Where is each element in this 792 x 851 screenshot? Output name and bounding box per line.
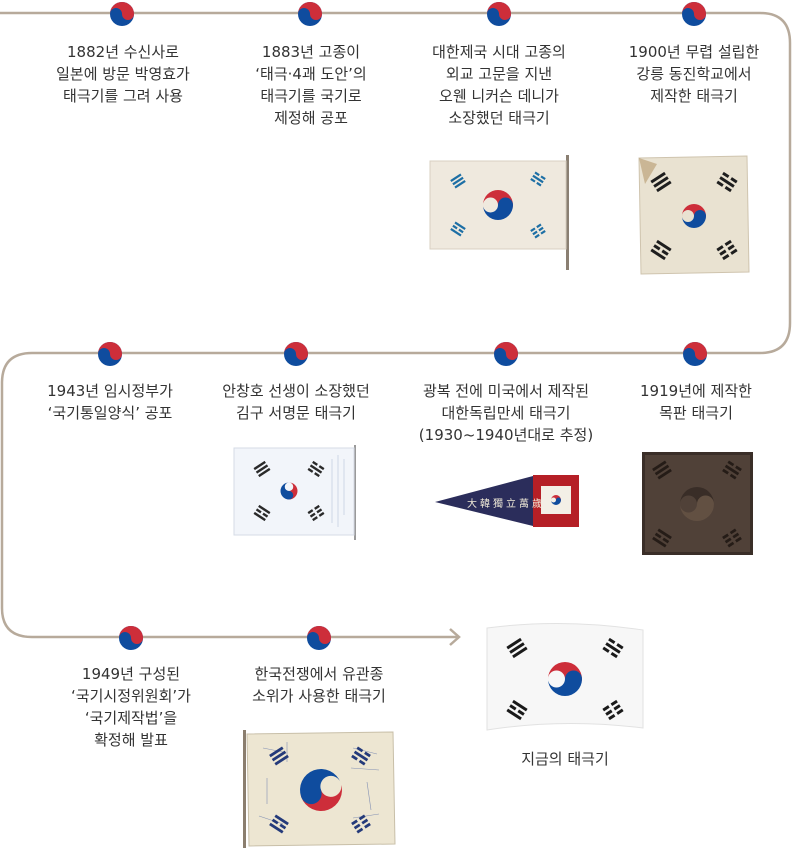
taeguk-marker-4 (682, 2, 706, 26)
timeline-line (0, 11, 792, 639)
taeguk-marker-9 (119, 626, 143, 650)
korean-war-flag-image (243, 730, 396, 848)
caption-line: 제작한 태극기 (650, 87, 738, 105)
caption-line: (1930~1940년대로 추정) (418, 426, 594, 444)
taeguk-marker-10 (307, 626, 331, 650)
taeguk-marker-7 (284, 342, 308, 366)
us-pennant-image: 大韓獨立萬歲 (435, 475, 579, 527)
caption-line: 강릉 동진학교에서 (636, 65, 752, 83)
caption-line: 1949년 구성된 (81, 665, 181, 683)
caption-line: 1900년 무렵 설립한 (628, 43, 760, 61)
caption-line: 소장했던 태극기 (448, 109, 550, 127)
kimgu-flag-image (233, 445, 356, 540)
caption-line: 대한제국 시대 고종의 (432, 43, 566, 61)
caption-line: 1943년 임시정부가 (47, 382, 173, 400)
caption-line: 광복 전에 미국에서 제작된 (422, 382, 590, 400)
caption-line: 안창호 선생이 소장했던 (222, 382, 370, 400)
woodblock-flag-image (642, 452, 753, 555)
taeguk-marker-5 (683, 342, 707, 366)
caption-line: 확정해 발표 (94, 731, 168, 749)
caption-line: 태극기를 그려 사용 (63, 87, 183, 105)
caption-line: ‘국기통일양식’ 공포 (47, 404, 173, 422)
caption-line: ‘태극·4괘 도안’의 (255, 65, 367, 83)
caption-line: 오웬 니커슨 데니가 (439, 87, 559, 105)
caption-line: ‘국기시정위원회’가 (71, 687, 191, 705)
pennant-text: 大韓獨立萬歲 (467, 497, 545, 510)
current-flag-label: 지금의 태극기 (521, 750, 609, 768)
caption-line: 태극기를 국기로 (260, 87, 362, 105)
caption-line: 한국전쟁에서 유관종 (254, 665, 384, 683)
taeguk-marker-8 (98, 342, 122, 366)
caption-line: ‘국기제작법’을 (84, 709, 178, 727)
caption-line: 1882년 수신사로 (67, 43, 179, 61)
caption-line: 1883년 고종이 (261, 43, 361, 61)
denny-flag-image (429, 155, 569, 270)
caption-line: 목판 태극기 (659, 404, 733, 422)
caption-line: 외교 고문을 지낸 (445, 65, 553, 83)
taeguk-marker-6 (494, 342, 518, 366)
caption-line: 소위가 사용한 태극기 (252, 687, 386, 705)
caption-line: 김구 서명문 태극기 (236, 404, 356, 422)
timeline-arrowhead (449, 628, 461, 646)
taeguk-marker-3 (487, 2, 511, 26)
caption-line: 일본에 방문 박영효가 (56, 65, 190, 83)
caption-line: 대한독립만세 태극기 (441, 404, 571, 422)
dongjin-flag-image (638, 155, 750, 275)
caption-line: 제정해 공포 (274, 109, 348, 127)
current-flag-image (486, 622, 644, 731)
caption-1943: 1943년 임시정부가 ‘국기통일양식’ 공포 (10, 380, 210, 424)
taeguk-marker-1 (110, 2, 134, 26)
taeguk-marker-2 (298, 2, 322, 26)
caption-line: 1919년에 제작한 (640, 382, 752, 400)
